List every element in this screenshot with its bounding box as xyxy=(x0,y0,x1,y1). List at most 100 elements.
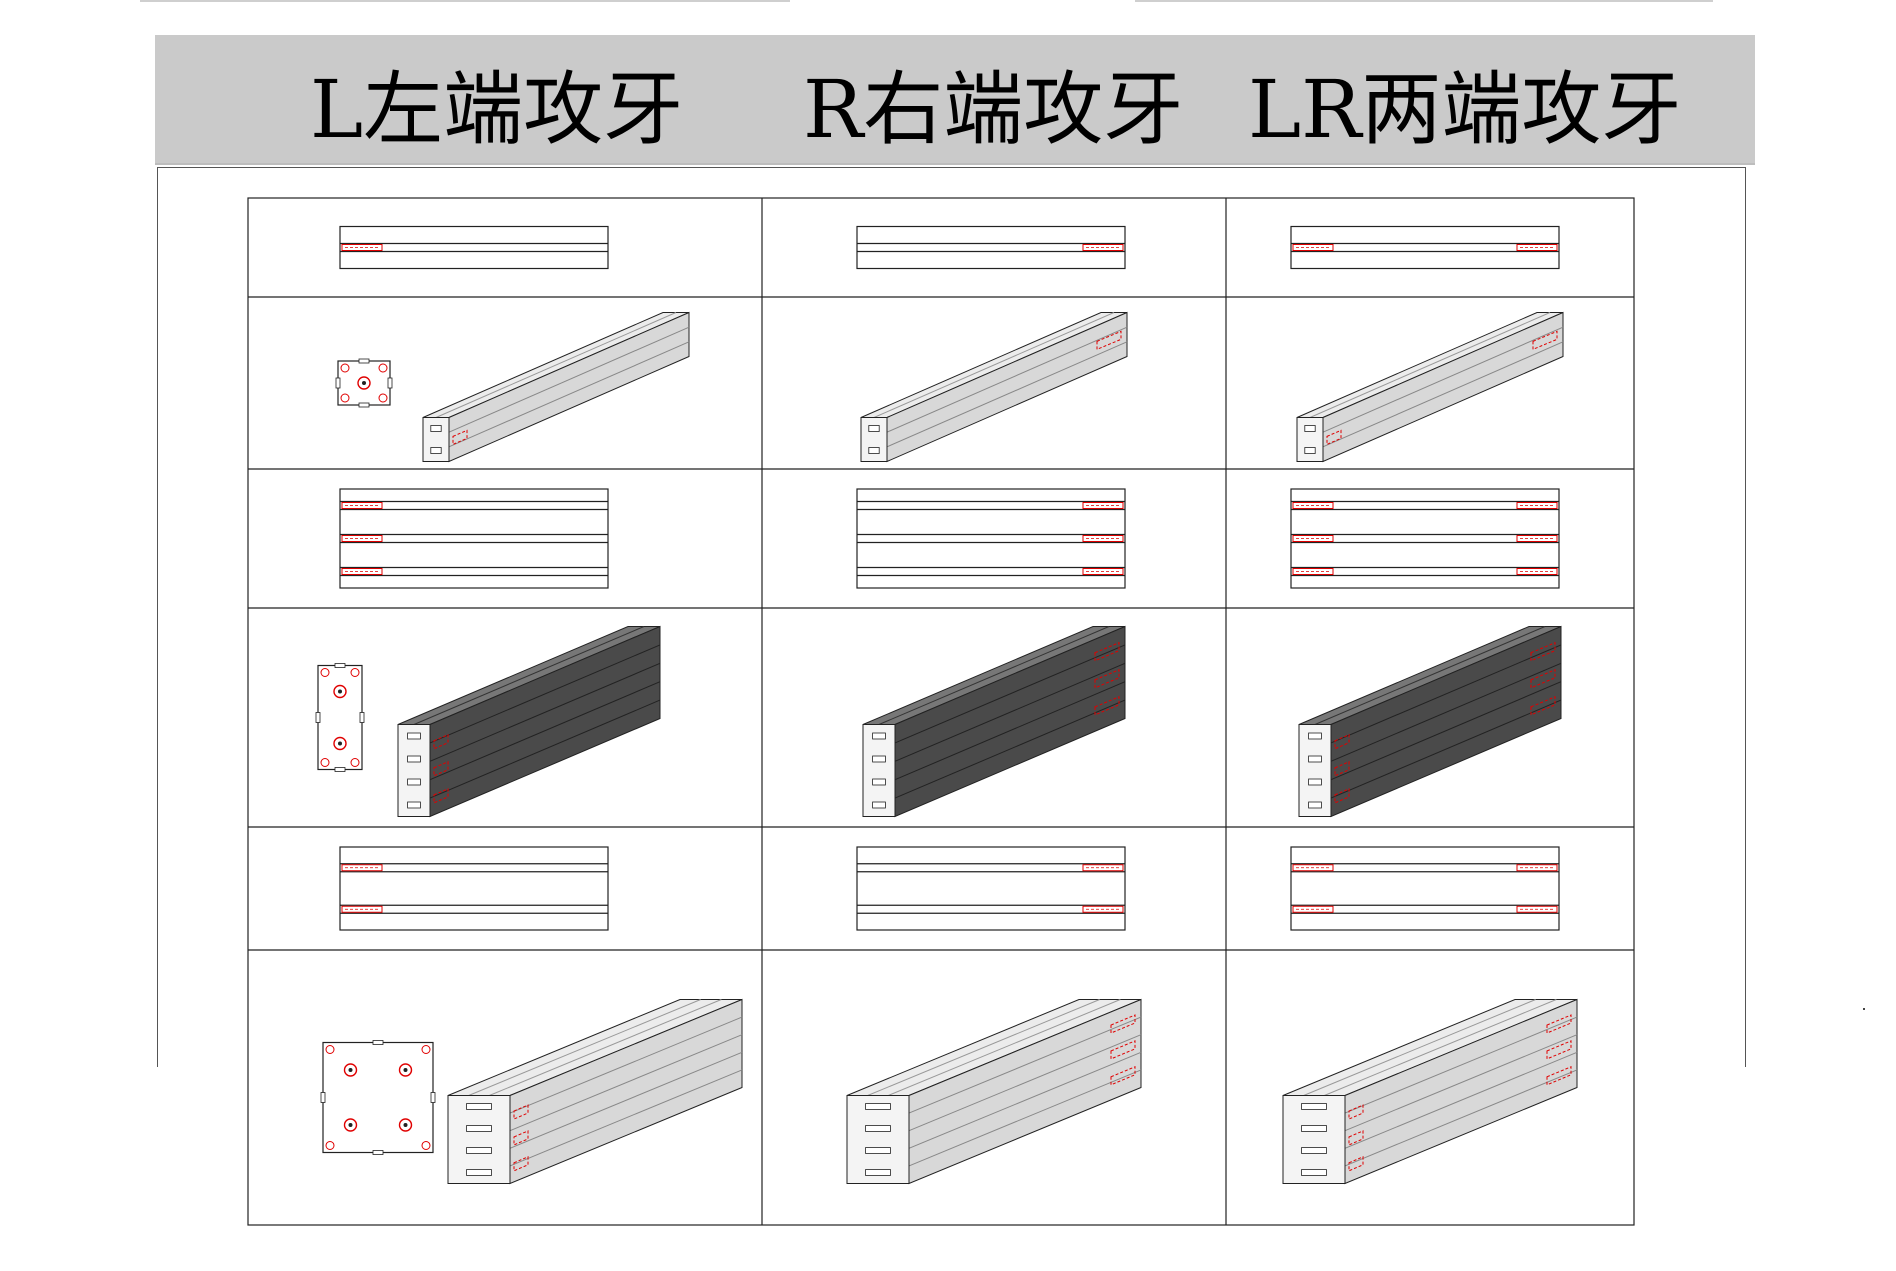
profile-end-slot xyxy=(1301,1147,1327,1154)
cross-section-slot-opening xyxy=(372,1040,384,1045)
cross-section-bore-center xyxy=(338,741,342,746)
profile-groove xyxy=(509,1016,743,1114)
side-view xyxy=(856,846,1126,931)
cross-section-slot-opening xyxy=(358,358,370,364)
profile-groove xyxy=(1330,644,1562,744)
profile-groove xyxy=(908,1051,1142,1149)
side-view-outline xyxy=(856,846,1126,931)
profile-end-slot xyxy=(1308,778,1322,786)
profile-end-slot xyxy=(407,801,421,809)
profile-groove xyxy=(1322,341,1564,448)
profile-groove xyxy=(509,1051,743,1149)
profile-groove xyxy=(1344,1034,1578,1132)
profile-groove xyxy=(1330,662,1562,762)
iso-profile xyxy=(397,625,661,818)
profile-top-groove xyxy=(413,626,645,725)
tapped-hole-mark xyxy=(513,1104,529,1120)
profile-end-face xyxy=(846,1095,910,1184)
tapped-hole-mark xyxy=(1094,696,1120,716)
tapped-hole-mark xyxy=(1110,1040,1136,1060)
iso-profile xyxy=(862,625,1126,818)
top-rule-left xyxy=(140,0,790,2)
profile-end-slot xyxy=(872,732,886,740)
frame-right xyxy=(1745,167,1746,1067)
profile-groove xyxy=(908,1034,1142,1132)
profile-end-face xyxy=(447,1095,511,1184)
profile-groove xyxy=(1344,1069,1578,1167)
profile-groove xyxy=(448,326,690,433)
tapped-hole-mark xyxy=(433,788,449,804)
iso-profile xyxy=(860,311,1128,463)
cross-section-bore-center xyxy=(362,381,366,385)
profile-end-slot xyxy=(1301,1169,1327,1176)
tapped-hole-mark xyxy=(1546,1066,1572,1086)
profile-top-groove xyxy=(468,999,701,1096)
profile-groove xyxy=(1330,681,1562,781)
tapped-hole-mark xyxy=(433,733,449,750)
tapped-hole-mark xyxy=(1348,1156,1364,1172)
cross-section-slot-opening xyxy=(320,1092,326,1103)
side-view-outline xyxy=(1290,846,1560,931)
side-view xyxy=(856,488,1126,589)
iso-profile xyxy=(1296,311,1564,463)
side-view-outline xyxy=(856,488,1126,589)
profile-end-slot xyxy=(1301,1103,1327,1110)
cross-section-slot-opening xyxy=(358,402,370,408)
profile-top-groove xyxy=(1324,999,1557,1096)
profile-groove xyxy=(1330,699,1562,799)
column-title-right: R右端攻牙 xyxy=(803,63,1184,156)
profile-end-slot xyxy=(466,1125,492,1132)
profile-end-slot xyxy=(1304,447,1316,454)
tapped-hole-mark xyxy=(1546,1040,1572,1060)
profile-side-face xyxy=(1322,311,1564,463)
cross-section-bore-center xyxy=(403,1068,408,1072)
side-view xyxy=(1290,225,1560,270)
frame-top xyxy=(157,167,1746,168)
profile-end-face xyxy=(860,417,888,462)
frame-left xyxy=(157,167,158,1067)
side-view xyxy=(339,846,609,931)
profile-groove xyxy=(894,681,1126,781)
profile-end-face xyxy=(862,724,896,817)
profile-end-slot xyxy=(872,801,886,809)
profile-end-slot xyxy=(407,732,421,740)
profile-end-face xyxy=(422,417,450,462)
cross-section-slot-opening xyxy=(359,712,365,723)
tapped-hole-mark xyxy=(513,1156,529,1172)
cross-section-icon xyxy=(320,1040,436,1155)
side-view-outline xyxy=(339,846,609,931)
profile-side-face xyxy=(886,311,1128,463)
tapped-hole-mark xyxy=(1530,641,1556,662)
tapped-hole-mark xyxy=(1096,330,1122,351)
cross-section-corner-bore xyxy=(378,363,388,373)
profile-end-slot xyxy=(1304,425,1316,432)
column-title-both: LR两端攻牙 xyxy=(1248,63,1682,156)
profile-top-groove xyxy=(878,626,1110,725)
tapped-hole-mark xyxy=(1334,733,1350,750)
cross-section-outline xyxy=(322,1041,434,1154)
profile-end-slot xyxy=(466,1169,492,1176)
cross-section-slot-opening xyxy=(335,377,341,389)
tapped-hole-mark xyxy=(1334,761,1350,777)
profile-end-face xyxy=(1298,724,1332,817)
profile-end-slot xyxy=(868,447,880,454)
tapped-hole-mark xyxy=(1110,1066,1136,1086)
profile-end-slot xyxy=(872,755,886,763)
profile-end-slot xyxy=(407,755,421,763)
cross-section-slot-opening xyxy=(315,712,321,723)
profile-end-slot xyxy=(865,1125,891,1132)
cross-section-corner-bore xyxy=(320,668,330,677)
cross-section-corner-bore xyxy=(320,758,330,767)
profile-end-slot xyxy=(430,425,442,432)
profile-top-groove xyxy=(867,999,1100,1096)
cross-section-corner-bore xyxy=(350,758,360,767)
profile-groove xyxy=(429,644,661,744)
cross-section-corner-bore xyxy=(340,393,350,403)
profile-groove xyxy=(908,1069,1142,1167)
profile-top-groove xyxy=(1309,312,1551,418)
cross-section-corner-bore xyxy=(340,363,350,373)
profile-side-face xyxy=(429,625,661,818)
cross-section-slot-opening xyxy=(334,663,346,668)
profile-side-face xyxy=(1330,625,1562,818)
